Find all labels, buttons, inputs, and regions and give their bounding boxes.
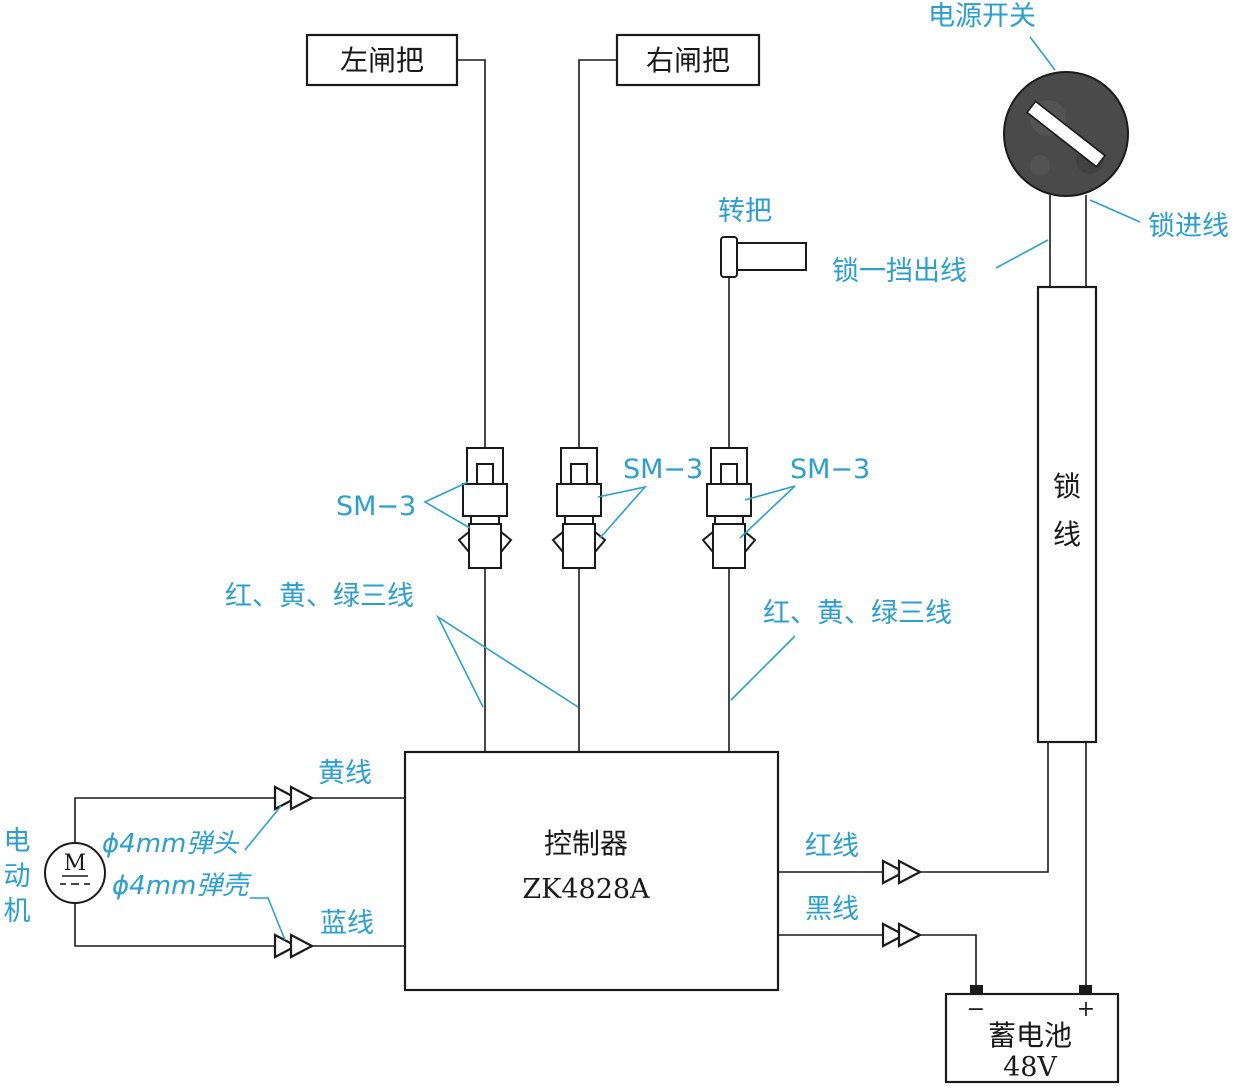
connector-middle-icon xyxy=(551,447,607,569)
bullet-connector-blue-icon xyxy=(273,933,315,959)
bullet-plug-leader xyxy=(244,805,282,851)
lock-out-wire-label: 锁一挡出线 xyxy=(832,256,967,287)
black-wire-to-battery-neg xyxy=(920,934,977,985)
battery-neg-terminal xyxy=(970,985,983,995)
right-brake-label: 右闸把 xyxy=(646,44,730,77)
right-brake-box: 右闸把 xyxy=(615,33,761,87)
controller-box: 控制器 ZK4828A xyxy=(403,750,780,992)
motor-label-char-3: 机 xyxy=(4,896,31,927)
connector-middle-leader xyxy=(597,485,648,539)
red-wire-to-lock xyxy=(920,742,1049,873)
motor-label-char-1: 电 xyxy=(4,826,31,857)
motor-yellow-wire xyxy=(74,797,275,843)
connector-label-left: SM−3 xyxy=(336,491,416,522)
blue-wire-label: 蓝线 xyxy=(320,908,374,939)
throttle-grip-icon xyxy=(720,236,807,278)
motor-blue-wire xyxy=(74,903,275,947)
power-switch-knob-icon xyxy=(1003,71,1129,197)
connector-right-icon xyxy=(701,447,757,569)
battery-voltage: 48V xyxy=(1003,1052,1057,1083)
connector-label-right: SM−3 xyxy=(790,454,870,485)
connector-left-leader xyxy=(423,481,471,529)
yellow-wire-label: 黄线 xyxy=(318,758,372,789)
black-wire-label: 黑线 xyxy=(805,894,859,925)
bullet-socket-leader xyxy=(250,897,286,941)
red-wire-connector-icon xyxy=(881,859,923,885)
black-wire-connector-icon xyxy=(881,922,923,948)
bullet-connector-yellow-icon xyxy=(273,785,315,811)
lock-in-wire-label: 锁进线 xyxy=(1148,211,1229,242)
lock-in-wire-leader xyxy=(1089,199,1141,223)
connector-right-leader xyxy=(739,485,796,539)
connector-label-middle: SM−3 xyxy=(623,454,703,485)
bullet-socket-label: ϕ4mm弹壳 xyxy=(112,871,252,901)
lock-out-wire-leader xyxy=(995,239,1049,269)
left-brake-label: 左闸把 xyxy=(340,44,424,77)
three-wires-left-leader xyxy=(435,614,579,708)
battery-name: 蓄电池 xyxy=(988,1019,1072,1052)
three-wires-label-left: 红、黄、绿三线 xyxy=(225,581,414,612)
left-brake-box: 左闸把 xyxy=(305,33,459,87)
power-switch-label: 电源开关 xyxy=(928,1,1036,32)
three-wires-label-right: 红、黄、绿三线 xyxy=(763,598,952,629)
battery-pos-terminal xyxy=(1079,985,1092,995)
connector-left-icon xyxy=(457,447,513,569)
motor-icon: M xyxy=(44,842,106,904)
power-switch-leader xyxy=(1029,36,1056,71)
bullet-plug-label: ϕ4mm弹头 xyxy=(102,829,240,859)
lock-wire-bundle: 锁 线 xyxy=(1036,285,1098,744)
controller-name: 控制器 xyxy=(544,827,628,860)
right-brake-wire xyxy=(578,59,617,448)
battery-pos-sign: + xyxy=(1077,997,1095,1022)
throttle-label: 转把 xyxy=(718,196,772,227)
left-brake-wire xyxy=(457,59,486,448)
motor-symbol: M xyxy=(64,851,87,876)
battery-neg-sign: − xyxy=(967,997,985,1022)
lock-wire-label-2: 线 xyxy=(1053,518,1081,551)
controller-model: ZK4828A xyxy=(522,874,650,905)
three-wires-right-leader xyxy=(730,635,796,701)
battery-box: − + 蓄电池 48V xyxy=(944,985,1120,1084)
red-wire-label: 红线 xyxy=(805,831,859,862)
motor-label-char-2: 动 xyxy=(4,861,31,892)
lock-wire-label-1: 锁 xyxy=(1053,470,1081,503)
